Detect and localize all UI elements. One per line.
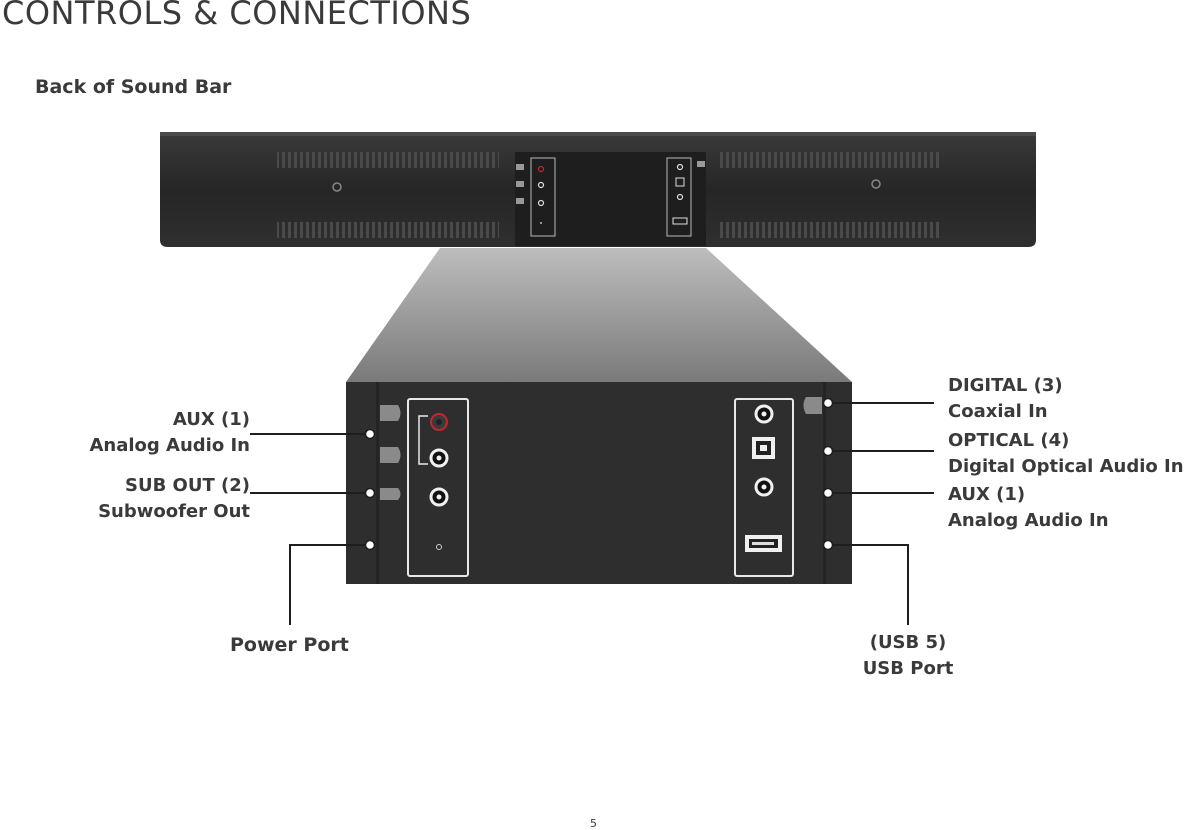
optical-name: OPTICAL (4) [948,430,1070,451]
enlarged-connection-panel [346,382,852,584]
aux-rca-port-white [429,448,449,468]
power-port-name: Power Port [230,634,349,656]
leader-dots [364,397,834,551]
sub-out-desc: Subwoofer Out [98,501,250,522]
aux-rca-port-red [430,413,448,431]
aux-right-label: AUX (1) Analog Audio In [948,482,1109,534]
sub-out-port [429,487,449,507]
leader-lines [250,402,934,625]
sub-out-name: SUB OUT (2) [124,475,250,496]
page-title: CONTROLS & CONNECTIONS [2,0,472,32]
sub-out-label: SUB OUT (2) Subwoofer Out [98,473,250,525]
aux-right-desc: Analog Audio In [948,510,1109,531]
power-port [436,544,442,550]
zoom-projection [346,248,852,382]
aux-left-desc: Analog Audio In [89,435,250,456]
digital-name: DIGITAL (3) [948,375,1063,396]
usb-port [745,535,782,552]
optical-desc: Digital Optical Audio In [948,456,1184,477]
page-number: 5 [590,817,597,830]
coaxial-port [754,404,774,424]
optical-label: OPTICAL (4) Digital Optical Audio In [948,428,1184,480]
power-port-label: Power Port [230,632,349,658]
usb-label: (USB 5) USB Port [858,630,958,682]
mount-screw-icon [332,182,342,192]
aux-left-name: AUX (1) [172,409,250,430]
digital-label: DIGITAL (3) Coaxial In [948,373,1063,425]
aux-left-label: AUX (1) Analog Audio In [89,407,250,459]
optical-port [752,437,775,459]
digital-desc: Coaxial In [948,401,1048,422]
usb-desc: USB Port [862,658,954,679]
vent-grille [277,152,499,168]
aux-mini-port [754,477,774,497]
vent-grille [720,222,942,238]
sound-bar-back [160,132,1036,247]
mount-screw-icon [871,179,881,189]
aux-right-name: AUX (1) [948,484,1026,505]
section-title: Back of Sound Bar [35,76,232,98]
vent-grille [720,152,942,168]
usb-name: (USB 5) [869,632,947,653]
vent-grille [277,222,499,238]
